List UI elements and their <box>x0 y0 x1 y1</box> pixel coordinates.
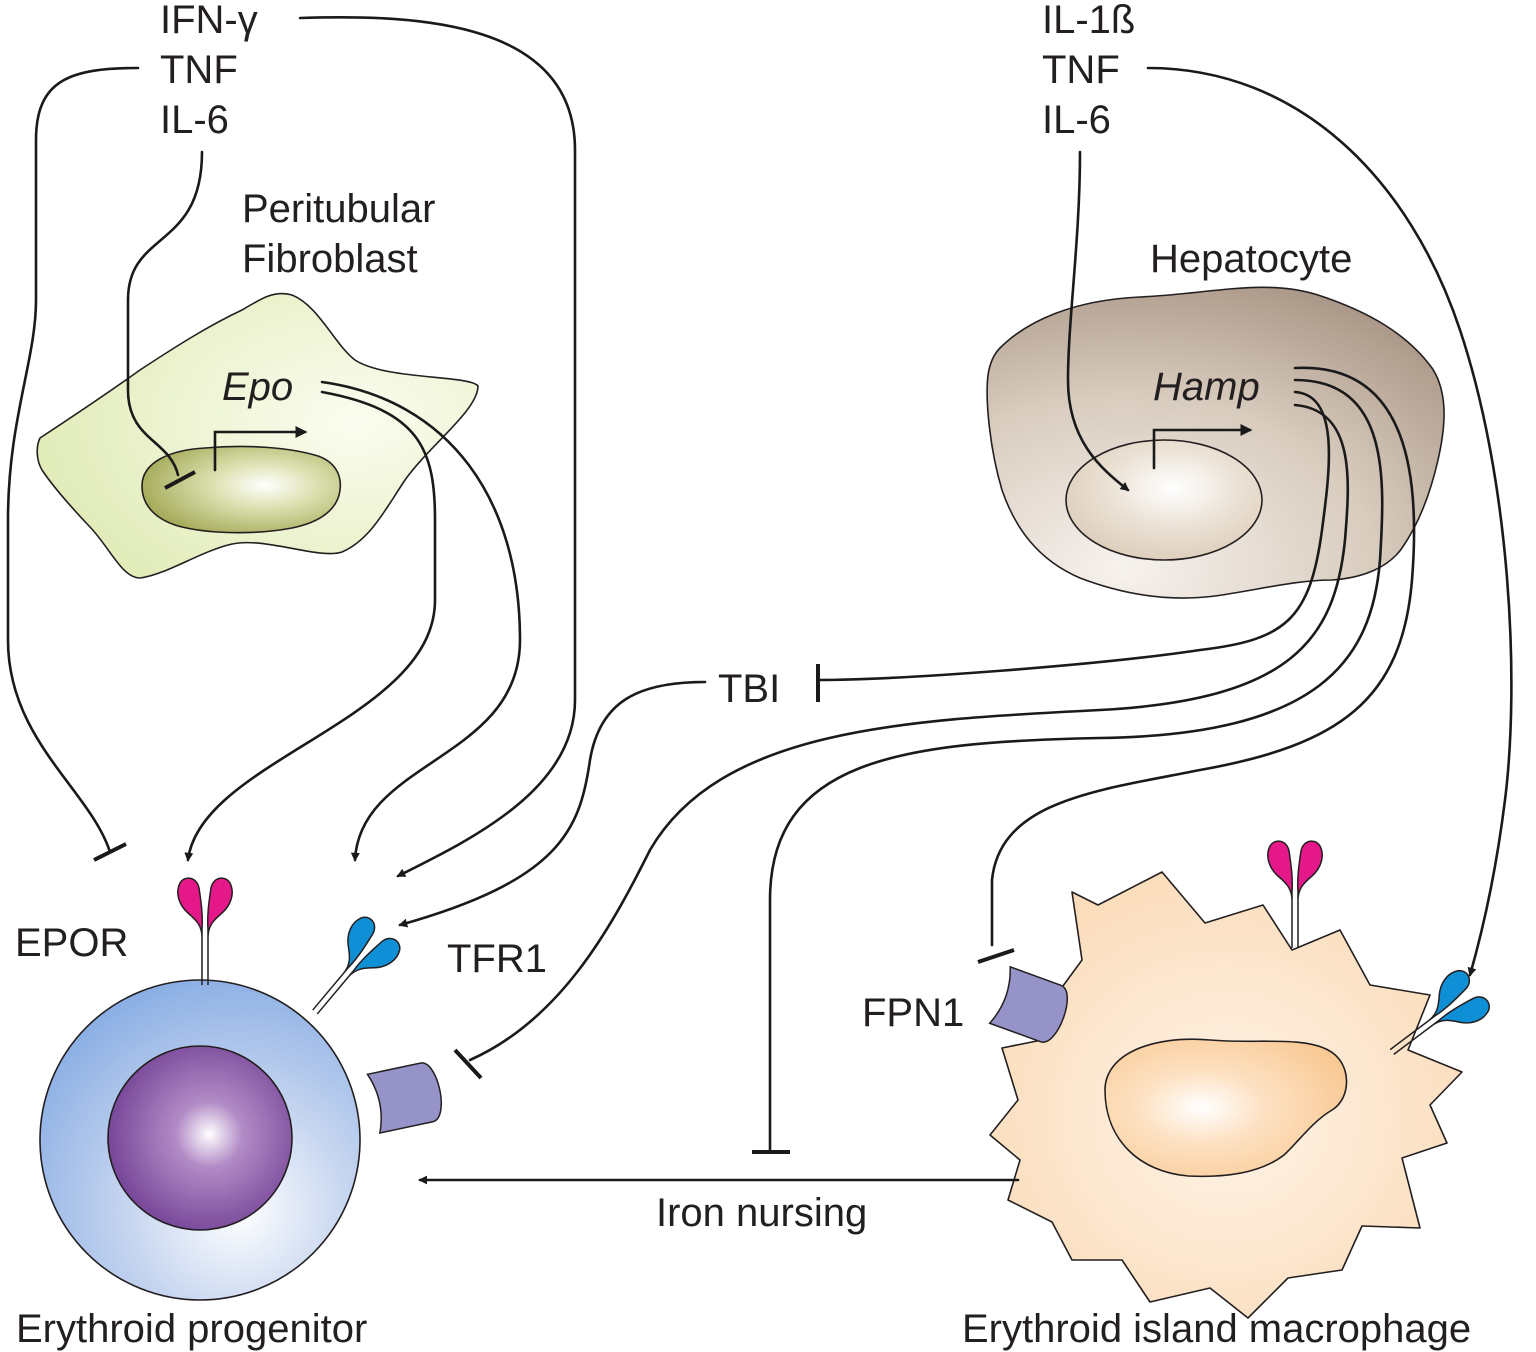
tfr1-receptor <box>293 911 406 1031</box>
hamp-inhibits-macrophage-fpn1-line <box>990 366 1416 947</box>
erythroid-progenitor-label: Erythroid progenitor <box>16 1307 367 1351</box>
fibroblast-nucleus <box>141 445 342 534</box>
macrophage-nucleus <box>1104 1038 1348 1178</box>
fibroblast-label-line2: Fibroblast <box>242 237 418 281</box>
epor-label: EPOR <box>15 921 128 965</box>
fpn1-channel-macrophage <box>988 965 1068 1043</box>
right-cytokine-tnf: TNF <box>1042 48 1120 92</box>
epo-to-tfr1-arrow <box>320 380 522 862</box>
tnf-inhibits-epor-line <box>6 66 140 854</box>
epo-transcription-arrow <box>213 426 308 472</box>
fpn1-label: FPN1 <box>862 991 964 1035</box>
progenitor-fpn1-inhibition-bar <box>453 1048 483 1080</box>
erythroid-island-macrophage-label: Erythroid island macrophage <box>962 1307 1471 1351</box>
erythroid-progenitor-cell <box>39 979 361 1301</box>
hepatocyte-nucleus <box>1065 439 1263 561</box>
iron-nursing-label: Iron nursing <box>656 1191 867 1235</box>
hamp-inhibits-progenitor-fpn1-line <box>468 403 1350 1062</box>
hamp-inhibits-iron-nursing-line <box>768 378 1384 1152</box>
epor-receptor <box>177 877 233 986</box>
right-cytokine-il6: IL-6 <box>1042 98 1111 142</box>
hamp-transcription-arrow <box>1152 424 1253 470</box>
tnf-to-macrophage-tfr1-arrow <box>1146 66 1513 977</box>
epo-gene-label: Epo <box>222 365 293 409</box>
cytokines-to-hamp-arrow <box>1066 150 1130 492</box>
ifng-to-tfr1-arrow <box>298 15 577 878</box>
left-cytokine-ifng: IFN-γ <box>160 0 258 42</box>
epo-to-epor-arrow <box>184 390 437 862</box>
hamp-inhibits-tbi-line <box>816 390 1331 682</box>
left-cytokine-il6: IL-6 <box>160 98 229 142</box>
erythroid-island-macrophage-cell <box>989 871 1463 1319</box>
right-cytokine-il1b: IL-1ß <box>1042 0 1135 42</box>
epo-inhibition-bar <box>164 470 196 490</box>
hamp-gene-label: Hamp <box>1153 365 1260 409</box>
peritubular-fibroblast-cell <box>36 292 479 579</box>
hepatocyte-cell <box>986 286 1445 599</box>
macrophage-fpn1-inhibition-bar <box>977 948 1015 964</box>
fpn1-channel-progenitor <box>366 1062 442 1134</box>
tbi-label: TBI <box>718 667 780 711</box>
tbi-to-tfr1-arrow <box>398 680 707 928</box>
epor-inhibition-bar <box>93 842 127 862</box>
fibroblast-label-line1: Peritubular <box>242 187 435 231</box>
left-cytokine-tnf: TNF <box>160 48 238 92</box>
progenitor-nucleus <box>107 1045 293 1231</box>
il6-inhibits-epo-line <box>126 150 204 477</box>
hepatocyte-label: Hepatocyte <box>1150 237 1352 281</box>
tfr1-label: TFR1 <box>447 937 547 981</box>
